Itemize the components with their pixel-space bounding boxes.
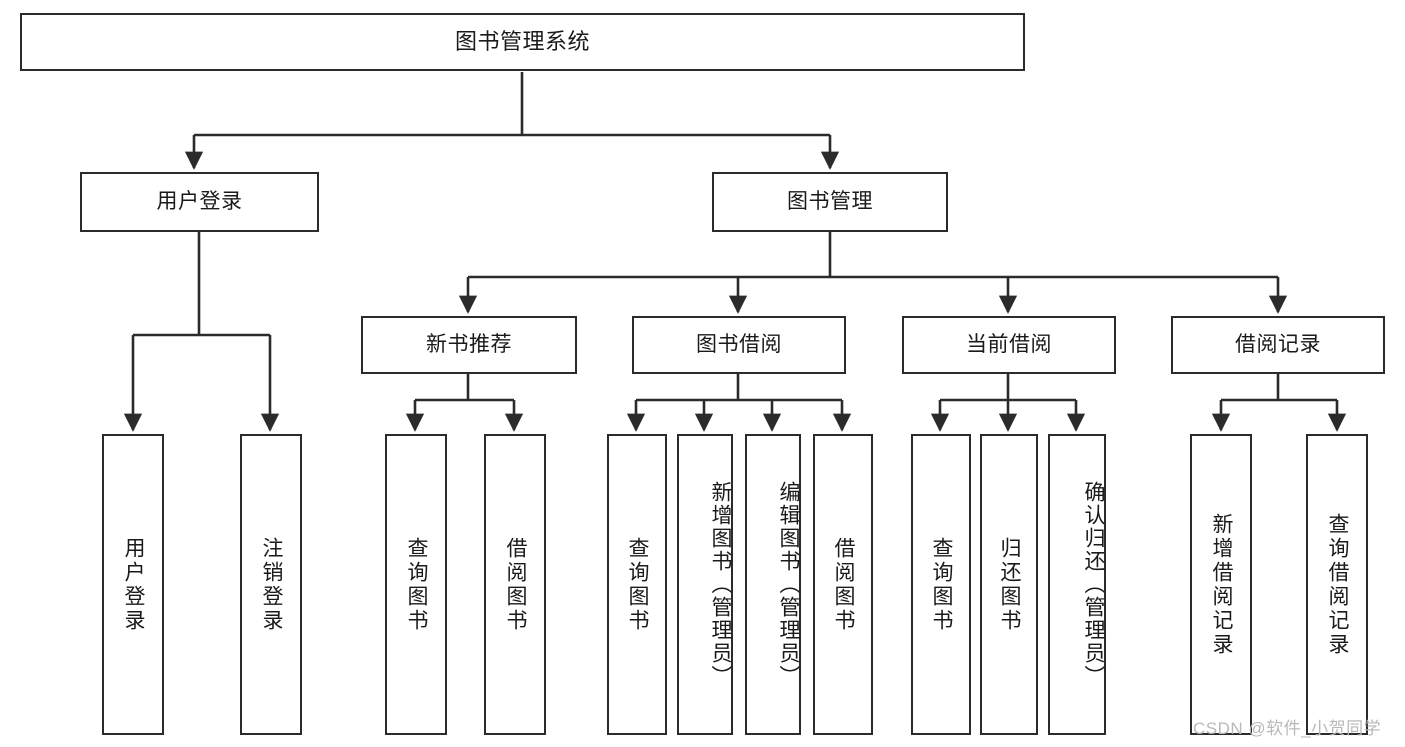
node-borrow-record[interactable]: 借阅记录 bbox=[1171, 316, 1385, 374]
node-label: 借阅记录 bbox=[1235, 333, 1321, 357]
node-label: 查询图书 bbox=[405, 536, 429, 633]
node-leaf-add-book[interactable]: 新增图书（管理员） bbox=[677, 434, 733, 735]
node-label: 图书管理 bbox=[787, 190, 873, 214]
node-leaf-borrow-book[interactable]: 借阅图书 bbox=[813, 434, 873, 735]
node-leaf-edit-book[interactable]: 编辑图书（管理员） bbox=[745, 434, 801, 735]
node-label: 图书借阅 bbox=[696, 333, 782, 357]
node-user-login[interactable]: 用户登录 bbox=[80, 172, 319, 232]
node-label: 用户登录 bbox=[156, 190, 243, 214]
node-leaf-query-book-borrow[interactable]: 查询图书 bbox=[607, 434, 667, 735]
node-label: 查询图书 bbox=[930, 536, 954, 633]
node-label: 新增图书（管理员） bbox=[709, 481, 732, 688]
node-current-borrow[interactable]: 当前借阅 bbox=[902, 316, 1116, 374]
node-label: 用户登录 bbox=[122, 536, 146, 633]
node-label: 当前借阅 bbox=[966, 333, 1052, 357]
node-label: 注销登录 bbox=[260, 536, 284, 633]
node-leaf-query-book-current[interactable]: 查询图书 bbox=[911, 434, 971, 735]
node-label: 查询图书 bbox=[626, 536, 650, 633]
node-leaf-user-logout[interactable]: 注销登录 bbox=[240, 434, 302, 735]
node-label: 借阅图书 bbox=[832, 536, 856, 633]
node-leaf-query-borrow-record[interactable]: 查询借阅记录 bbox=[1306, 434, 1368, 735]
node-leaf-borrow-book-recommend[interactable]: 借阅图书 bbox=[484, 434, 546, 735]
node-label: 新增借阅记录 bbox=[1210, 512, 1234, 657]
node-new-book-recommend[interactable]: 新书推荐 bbox=[361, 316, 577, 374]
node-book-borrow[interactable]: 图书借阅 bbox=[632, 316, 846, 374]
node-label: 查询借阅记录 bbox=[1326, 512, 1350, 657]
node-label: 图书管理系统 bbox=[454, 28, 590, 54]
node-leaf-return-book[interactable]: 归还图书 bbox=[980, 434, 1038, 735]
node-label: 借阅图书 bbox=[504, 536, 528, 633]
node-label: 归还图书 bbox=[998, 536, 1022, 633]
node-label: 新书推荐 bbox=[426, 333, 512, 357]
node-root-book-management-system[interactable]: 图书管理系统 bbox=[20, 13, 1025, 71]
watermark-text: CSDN @软件_小贺同学 bbox=[1193, 719, 1382, 738]
node-label: 确认归还（管理员） bbox=[1082, 481, 1105, 688]
node-leaf-user-login[interactable]: 用户登录 bbox=[102, 434, 164, 735]
node-leaf-add-borrow-record[interactable]: 新增借阅记录 bbox=[1190, 434, 1252, 735]
node-leaf-query-book-recommend[interactable]: 查询图书 bbox=[385, 434, 447, 735]
node-label: 编辑图书（管理员） bbox=[777, 481, 800, 688]
node-leaf-confirm-return[interactable]: 确认归还（管理员） bbox=[1048, 434, 1106, 735]
node-book-management[interactable]: 图书管理 bbox=[712, 172, 948, 232]
